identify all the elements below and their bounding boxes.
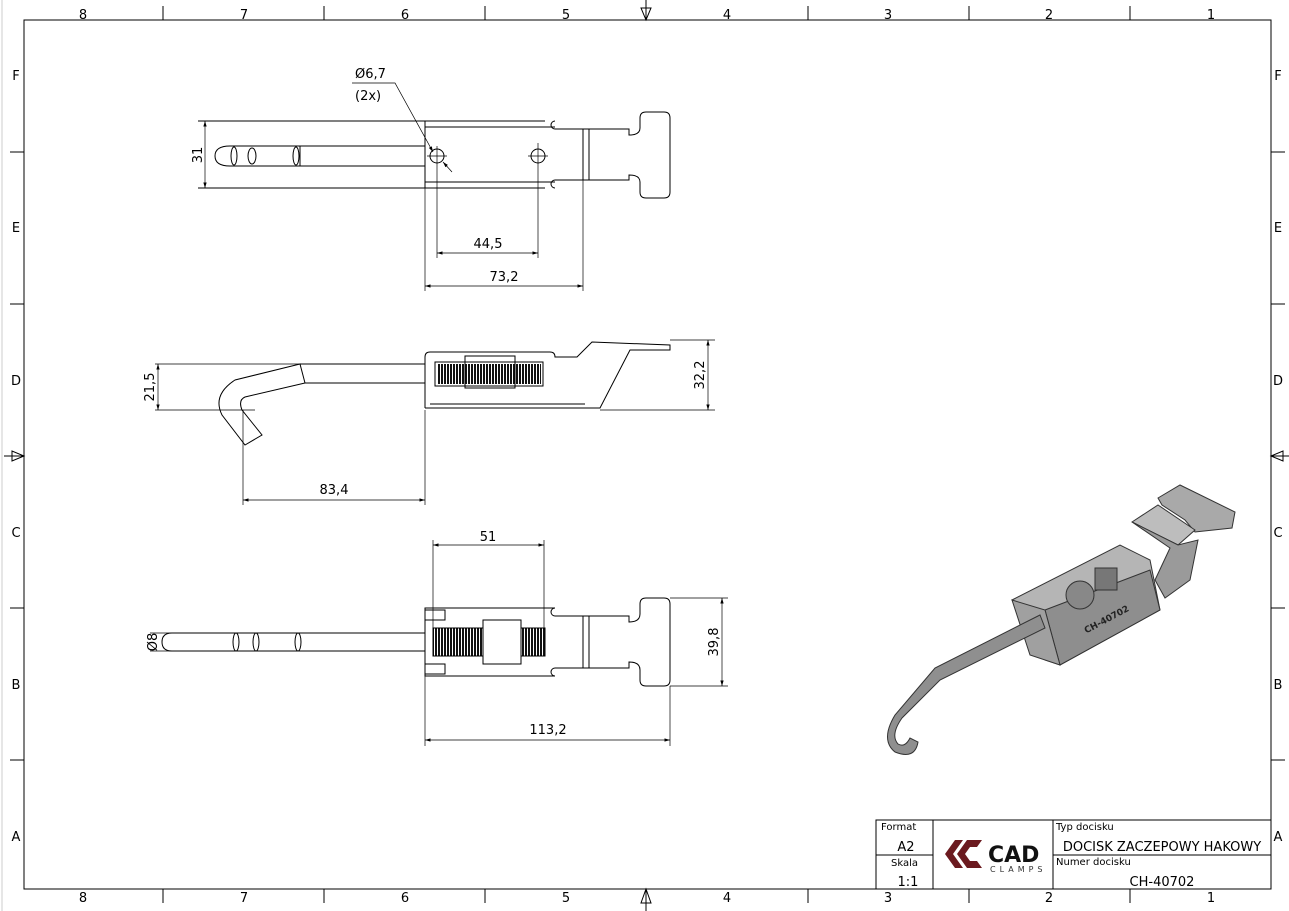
column-label: 3 [884,8,892,23]
svg-text:CAD: CAD [988,843,1039,868]
row-label: C [1273,526,1282,541]
hook-reach-dim: 83,4 [320,483,349,498]
hole-spacing-dim: 44,5 [474,237,503,252]
column-label: 5 [562,8,570,23]
row-label: A [1274,830,1283,845]
scale-value: 1:1 [898,875,919,890]
cad-clamps-logo: CAD CLAMPS [945,840,1047,874]
total-height-dim: 32,2 [693,361,708,390]
row-label: D [1273,374,1283,389]
hole-diameter-dim: Ø6,7 [355,67,386,82]
scale-label: Skala [891,858,918,869]
body-length-dim: 73,2 [490,270,519,285]
type-label: Typ docisku [1055,822,1114,833]
row-label: E [1274,221,1282,236]
row-label: B [12,678,21,693]
row-label: F [1274,69,1281,84]
format-label: Format [881,822,916,833]
hole-count-dim: (2x) [355,89,381,104]
number-label: Numer docisku [1056,857,1131,868]
column-label: 6 [401,891,409,906]
type-value: DOCISK ZACZEPOWY HAKOWY [1063,840,1261,855]
column-label: 1 [1207,891,1215,906]
adjust-range-dim: 51 [480,530,497,545]
column-label: 2 [1045,891,1053,906]
row-label: C [11,526,20,541]
row-label: D [11,374,21,389]
column-label: 6 [401,8,409,23]
column-label: 8 [79,8,87,23]
column-label: 7 [240,8,248,23]
hook-height-dim: 21,5 [143,373,158,402]
title-block: Format A2 Skala 1:1 CAD CLAMPS Typ docis… [875,819,1272,890]
column-label: 4 [723,8,731,23]
row-label: A [12,830,21,845]
rod-diameter-dim: Ø8 [146,633,161,652]
column-label: 5 [562,891,570,906]
svg-text:CLAMPS: CLAMPS [990,865,1047,874]
format-value: A2 [897,840,914,855]
body-tab-length-dim: 113,2 [529,723,566,738]
number-value: CH-40702 [1130,875,1195,890]
column-label: 7 [240,891,248,906]
top-view: Ø6,7 (2x) 31 44,5 73,2 [191,67,671,291]
column-label: 3 [884,891,892,906]
column-label: 1 [1207,8,1215,23]
row-label: E [12,221,20,236]
side-view: 21,5 32,2 83,4 [143,339,715,505]
bottom-view: Ø8 51 39,8 113,2 [146,530,728,746]
isometric-view: CH-40702 [887,484,1236,755]
column-label: 2 [1045,8,1053,23]
column-label: 4 [723,891,731,906]
width-dim: 31 [191,147,206,164]
tab-width-dim: 39,8 [707,628,722,657]
column-label: 8 [79,891,87,906]
row-label: F [12,69,19,84]
row-label: B [1274,678,1283,693]
